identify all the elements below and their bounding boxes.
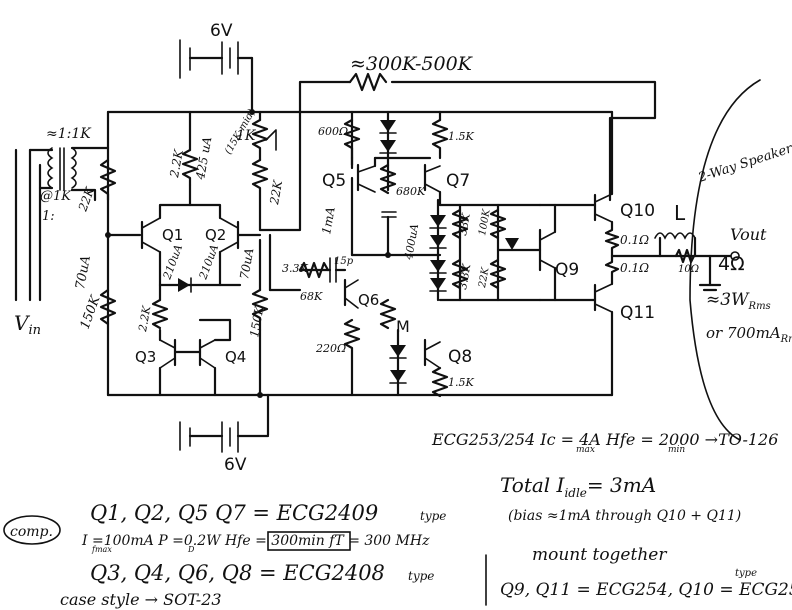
- q3-line: Q3, Q4, Q6, Q8 = ECG2408: [90, 561, 385, 585]
- transformer-ratio: ≈1:1K: [46, 126, 92, 142]
- vin-label: Vin: [14, 311, 41, 338]
- r-68k: 68K: [300, 290, 323, 303]
- q9-line: Q9, Q11 = ECG254, Q10 = ECG253: [500, 580, 792, 600]
- r-33k-bias: 33K: [456, 212, 473, 237]
- output-network: L 10Ω 4Ω 2-Way Speaker Vout ≈3WRms or 70…: [654, 79, 792, 441]
- i-210ua-a: 210uA: [160, 243, 185, 282]
- q10-label: Q10: [620, 201, 655, 221]
- r-150k-right: 150K: [247, 304, 267, 339]
- vas-stage: 600Ω Q5 1mA 3.3K 68K 15p Q6 220Ω: [268, 118, 379, 397]
- feedback-resistor-label: ≈300K-500K: [350, 53, 474, 75]
- q3-type: type: [408, 569, 434, 583]
- bottom-battery: 6V: [179, 421, 270, 475]
- load-label: 4Ω: [718, 253, 745, 275]
- i-425ua: 425 uA: [193, 135, 215, 181]
- case-line: case style → SOT-23: [60, 590, 222, 609]
- ifmax-line: I =100mA P =0.2W Hfe = 300min fT = 300 M…: [81, 533, 430, 549]
- mount-label: mount together: [532, 545, 667, 565]
- ecg253-max: max: [576, 445, 595, 455]
- current-label: or 700mARms: [706, 324, 792, 345]
- q5-label: Q5: [322, 171, 346, 191]
- ecg253-min: min: [668, 445, 685, 455]
- r-10: 10Ω: [678, 264, 699, 275]
- q8-label: Q8: [448, 347, 472, 367]
- r-680k: 680K: [396, 185, 426, 198]
- top-battery: 6V: [179, 21, 254, 114]
- input-transformer: ≈1:1K @1K 1: Vin: [14, 126, 110, 338]
- bias-note: (bias ≈1mA through Q10 + Q11): [508, 508, 741, 524]
- r-22k-right: 22K: [267, 178, 285, 206]
- r-22k-tail: 2.2K: [167, 147, 186, 179]
- bias-string: 680K 400uA M: [350, 120, 447, 397]
- i-210ua-b: 210uA: [196, 243, 221, 282]
- bottom-supply-label: 6V: [224, 455, 247, 475]
- meter-label: M: [396, 317, 410, 336]
- r-100k: 100K: [477, 208, 493, 237]
- feedback-network: ≈300K-500K: [298, 53, 657, 202]
- c-15p: 15p: [334, 256, 354, 267]
- i-1ma: 1mA: [319, 206, 338, 236]
- q6-label: Q6: [358, 291, 379, 309]
- q1-type: type: [420, 509, 446, 523]
- i-70ua-left: 70uA: [73, 254, 94, 290]
- q3-label: Q3: [135, 348, 156, 366]
- q7-q8: 1.5K Q7 Q8 1.5K: [423, 118, 542, 398]
- q1-label: Q1: [162, 226, 183, 244]
- comp-label: comp.: [10, 524, 53, 540]
- output-stage: Q10 Q11 0.1Ω 0.1Ω: [438, 110, 662, 397]
- pd-sub: D: [187, 545, 195, 554]
- q9-label: Q9: [555, 260, 579, 280]
- ifmax-sub: fmax: [91, 545, 112, 554]
- vout-label: Vout: [730, 225, 767, 244]
- q4-label: Q4: [225, 348, 246, 366]
- q7-label: Q7: [446, 171, 470, 191]
- ecg253-note: ECG253/254 Ic = 4A Hfe = 2000 →TO-126: [431, 430, 778, 449]
- top-supply-label: 6V: [210, 21, 233, 41]
- r-220: 220Ω: [315, 342, 346, 355]
- power-label: ≈3WRms: [706, 290, 771, 312]
- r-150k-left: 150K: [78, 293, 104, 332]
- r-22k-bias: 22K: [477, 266, 492, 289]
- output-bias: 33K 3.3K 100K 22K Q9: [451, 203, 597, 302]
- i-70ua-right: 70uA: [237, 247, 256, 281]
- r-01-a: 0.1Ω: [620, 233, 649, 247]
- idle-label: Total Iidle= 3mA: [500, 473, 656, 500]
- r-15k-bottom: 1.5K: [448, 376, 474, 389]
- inductor-label: L: [674, 201, 686, 225]
- i-400ua: 400uA: [402, 223, 421, 262]
- current-mirror: 2.2K Q3 Q4: [135, 283, 246, 397]
- pot-1k: 1K: [236, 128, 257, 144]
- q1-line: Q1, Q2, Q5 Q7 = ECG2409: [90, 501, 378, 525]
- q11-label: Q11: [620, 303, 655, 323]
- r-01-b: 0.1Ω: [620, 261, 649, 275]
- transformer-ratio-small: 1:: [42, 209, 55, 224]
- q9-type: type: [735, 568, 757, 579]
- r-22k-mirror: 2.2K: [136, 304, 154, 333]
- r-600: 600Ω: [318, 125, 348, 138]
- r-33k: 3.3K: [282, 262, 308, 275]
- q2-label: Q2: [205, 226, 226, 244]
- r-15k-top: 1.5K: [448, 130, 474, 143]
- transformer-sec: @1K: [40, 189, 72, 204]
- notes: ECG253/254 Ic = 4A Hfe = 2000 →TO-126 ma…: [3, 430, 792, 609]
